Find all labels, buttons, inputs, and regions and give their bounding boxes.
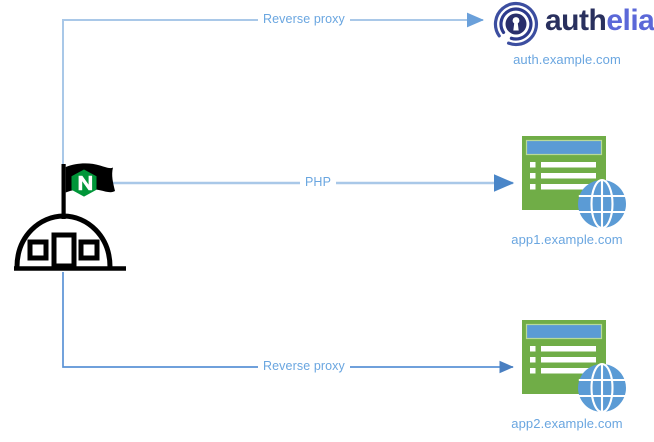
authelia-lock-icon [493,1,539,47]
authelia-node-label: auth.example.com [513,52,621,67]
nginx-node[interactable] [14,158,130,274]
edge-label-app1: PHP [300,175,337,189]
nginx-flag-fort-icon [14,163,126,271]
authelia-wordmark: authelia [545,4,654,38]
app2-node-label: app2.example.com [511,416,623,431]
authelia-node[interactable] [488,0,544,48]
edge-line-app2 [62,272,514,374]
authelia-wordmark-part1: auth [545,4,607,37]
app1-node-label: app1.example.com [511,232,623,247]
web-app-globe-icon [522,136,626,230]
web-app-globe-icon [522,320,626,414]
app1-node[interactable] [522,136,628,230]
edge-label-auth: Reverse proxy [258,12,350,26]
app2-node[interactable] [522,320,628,414]
edge-label-app2: Reverse proxy [258,359,350,373]
authelia-wordmark-part2: elia [606,4,654,37]
